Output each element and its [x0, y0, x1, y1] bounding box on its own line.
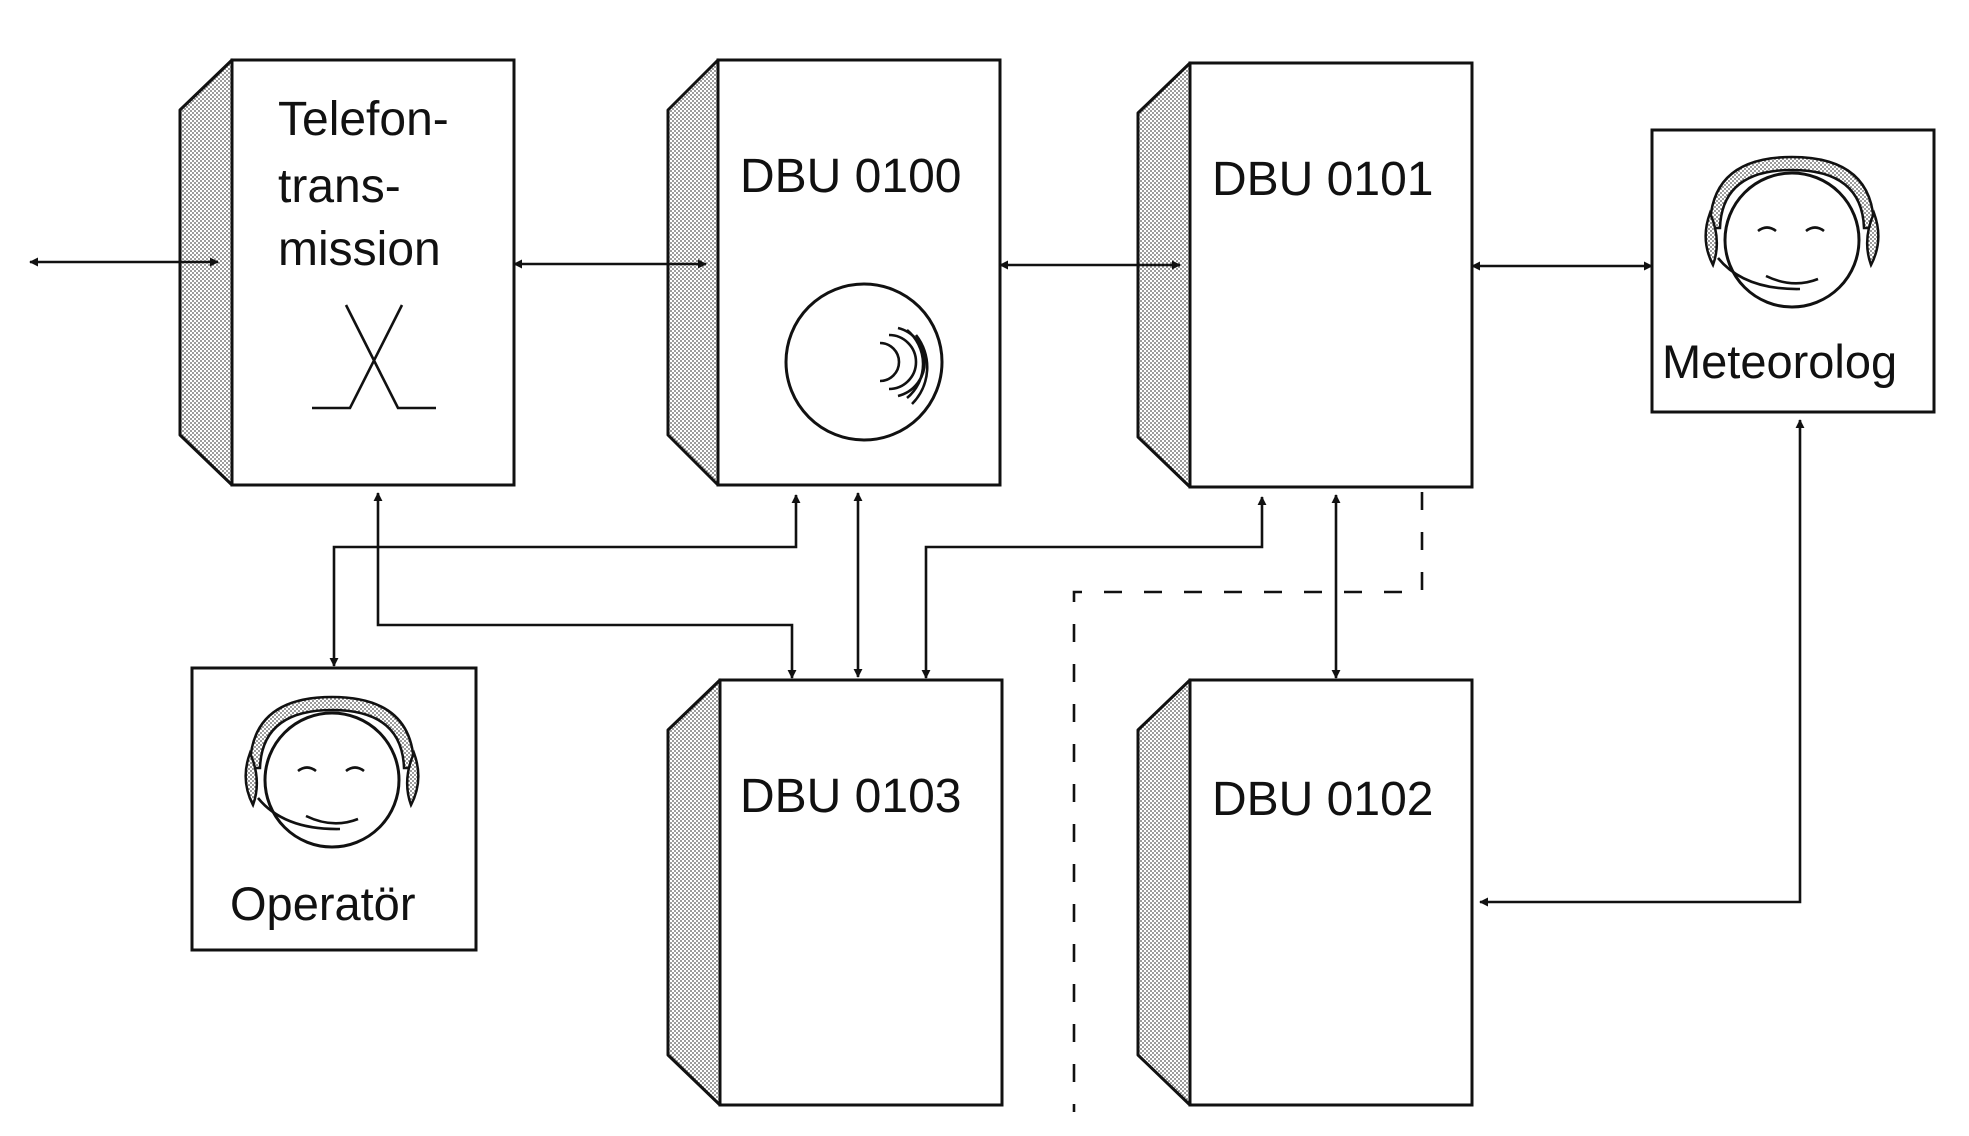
telefon-transmission-unit: Telefon- trans- mission: [178, 58, 516, 487]
telefon-transmission-label-line-3: mission: [278, 223, 441, 276]
operator-station: Operatör: [190, 666, 478, 952]
dbu-0100-unit: DBU 0100: [666, 58, 1002, 487]
dbu-0103-label: DBU 0103: [740, 770, 961, 823]
operator-to-dbu-0100-arrow: [329, 494, 801, 667]
meteorologist-face-icon: [1704, 155, 1880, 309]
dbu-0100-side-panel: [666, 58, 720, 487]
dbu-0101-to-dbu-0103-arrow: [921, 496, 1267, 679]
meteorolog-to-dbu-0102-arrow: [1479, 419, 1805, 907]
dashed-boundary-line: [1072, 492, 1424, 1112]
crosspoint-switch-icon: [312, 304, 436, 410]
dbu-0102-side-panel: [1136, 678, 1192, 1107]
dbu-0103-unit: DBU 0103: [666, 678, 1004, 1107]
telefon-transmission-box: [230, 58, 516, 487]
dbu-0102-unit: DBU 0102: [1136, 678, 1474, 1107]
meteorolog-label: Meteorolog: [1662, 335, 1897, 388]
telefon-transmission-side-panel: [178, 58, 234, 487]
telefon-transmission-label-line-1: Telefon-: [278, 93, 449, 146]
operator-label: Operatör: [230, 877, 415, 930]
dbu-0101-box: [1188, 61, 1474, 489]
telefon-transmission-label-line-2: trans-: [278, 160, 401, 213]
dbu-0103-side-panel: [666, 678, 722, 1107]
dbu-0102-label: DBU 0102: [1212, 773, 1433, 826]
dbu-0101-unit: DBU 0101: [1136, 61, 1474, 489]
dbu-0103-box: [718, 678, 1004, 1107]
dbu-0100-label: DBU 0100: [740, 150, 961, 203]
connections: [29, 257, 1805, 1112]
dbu-0101-label: DBU 0101: [1212, 153, 1433, 206]
dbu-0101-side-panel: [1136, 61, 1192, 489]
telefon-to-dbu-0103-arrow: [373, 492, 797, 679]
disk-storage-icon: [784, 282, 944, 442]
dbu-0102-box: [1188, 678, 1474, 1107]
operator-face-icon: [244, 695, 420, 849]
meteorolog-station: Meteorolog: [1650, 128, 1936, 414]
